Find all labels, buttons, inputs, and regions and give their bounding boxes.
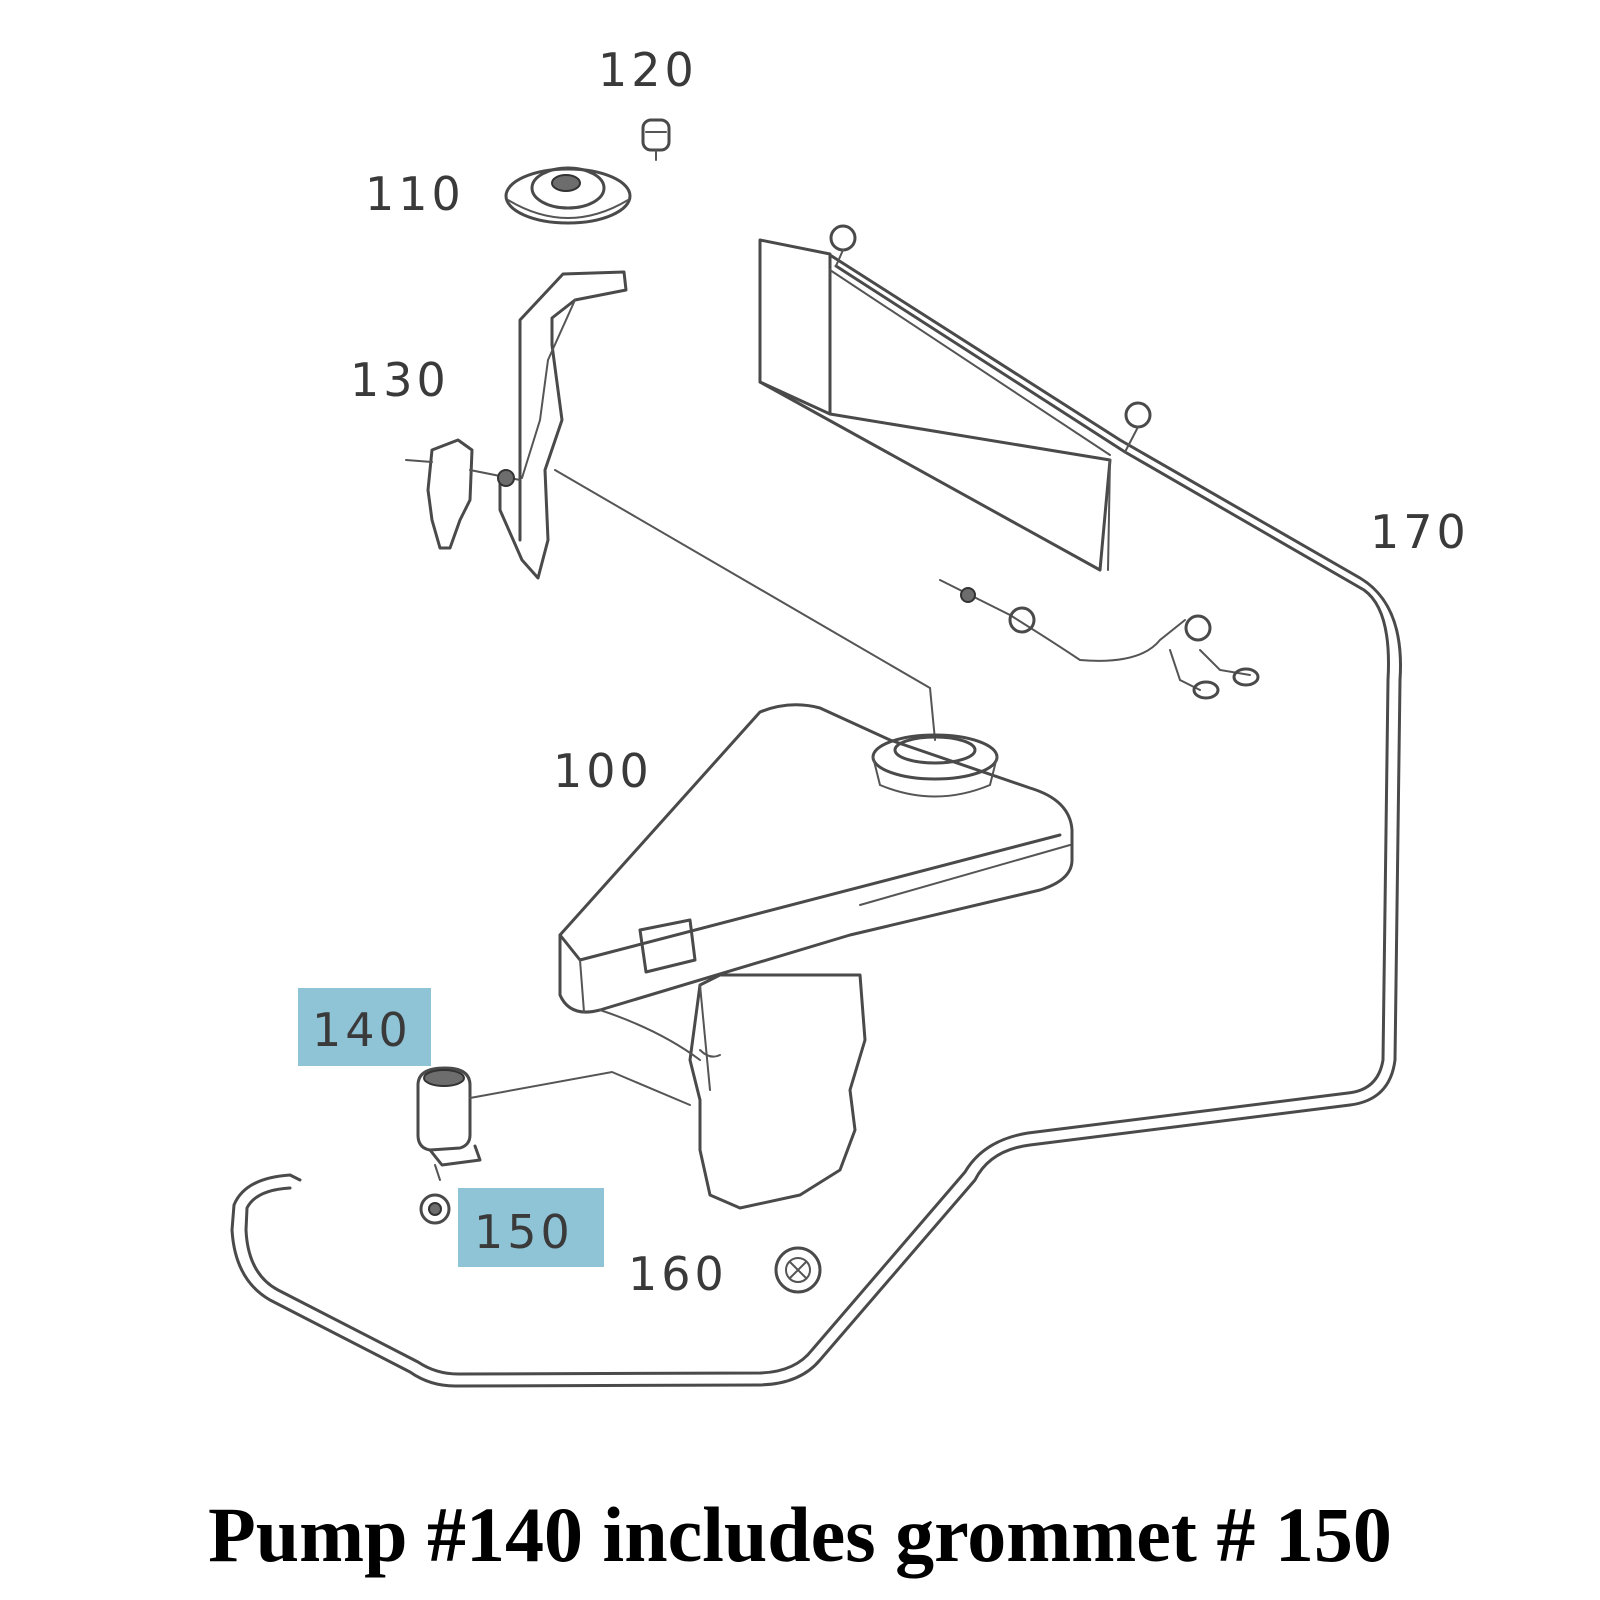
part-120-plug	[641, 118, 671, 161]
highlight-box-140	[298, 988, 431, 1066]
part-150-grommet	[419, 1193, 451, 1225]
nozzle-rail	[758, 224, 1152, 572]
highlight-box-150	[458, 1188, 604, 1267]
part-160-cap	[774, 1246, 822, 1294]
part-130-bracket	[405, 270, 628, 580]
label-part-110: 110	[365, 167, 465, 221]
label-part-160: 160	[628, 1247, 728, 1301]
hose-bracket-to-tank	[554, 469, 936, 741]
label-part-120: 120	[598, 43, 698, 97]
part-140-pump	[416, 1066, 691, 1181]
label-part-140: 140	[312, 1003, 412, 1057]
label-part-100: 100	[553, 744, 653, 798]
wire-harness	[939, 579, 1260, 700]
label-part-130: 130	[350, 353, 450, 407]
label-part-150: 150	[474, 1205, 574, 1259]
caption: Pump #140 includes grommet # 150	[208, 1491, 1392, 1578]
part-100-reservoir	[558, 703, 1074, 1210]
label-part-170: 170	[1370, 505, 1470, 559]
part-110-cap	[504, 166, 632, 225]
part-170-hose	[230, 253, 1402, 1388]
